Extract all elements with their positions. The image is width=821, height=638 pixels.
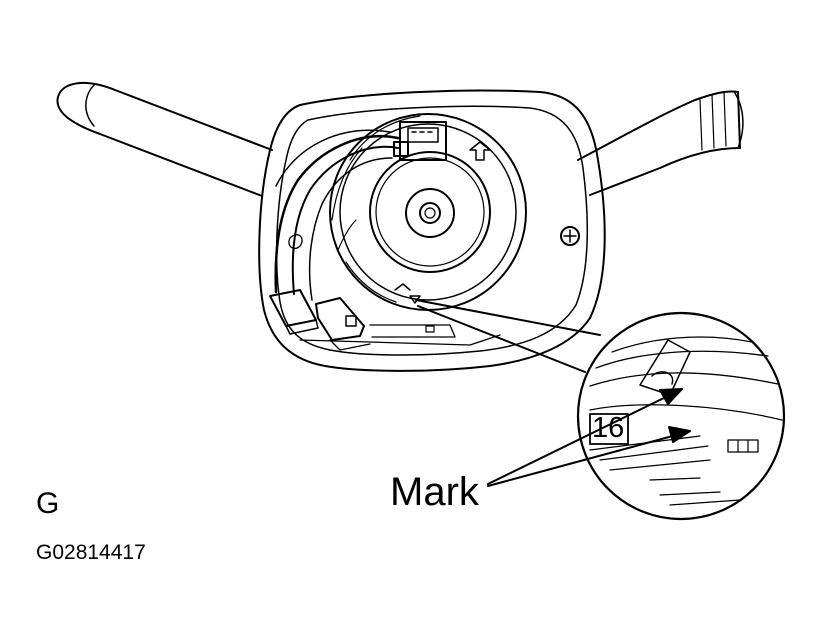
spiral-cable xyxy=(329,113,527,311)
figure-code-label: G02814417 xyxy=(36,541,146,564)
housing-screw xyxy=(560,226,580,246)
left-switch-lever xyxy=(56,82,273,197)
right-switch-lever xyxy=(577,90,744,196)
housing-lower-detail xyxy=(288,234,456,338)
zoom-leader-lines xyxy=(415,299,601,373)
lower-connector-right xyxy=(315,297,371,351)
lower-connector-left xyxy=(269,289,319,335)
direction-arrow-marks xyxy=(394,141,491,304)
wire-harness xyxy=(274,129,400,301)
mark-label: Mark xyxy=(390,470,479,514)
detail-number-label: 16 xyxy=(592,412,625,444)
top-connector xyxy=(393,121,447,161)
corner-letter-label: G xyxy=(36,487,60,520)
detail-magnifier xyxy=(576,311,786,521)
mark-arrows xyxy=(487,388,691,487)
